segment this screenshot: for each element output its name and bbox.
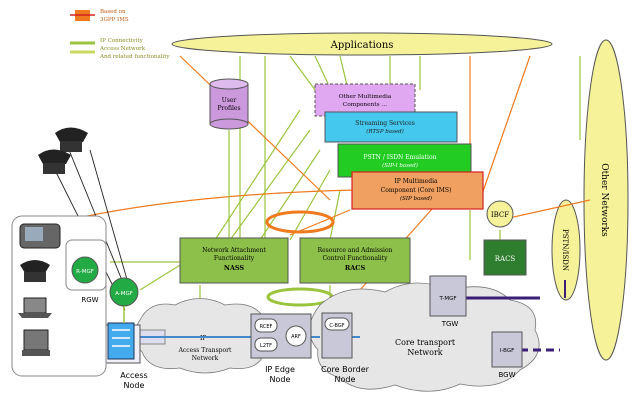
legend-green-label-3: And related functionality	[99, 54, 170, 60]
ibcf-label: IBCF	[491, 211, 509, 219]
a-mgf-label: A-MGF	[115, 291, 133, 297]
ip-edge-node: RCEF L2TF ARF	[250, 313, 312, 359]
racs-small-label: RACS	[495, 255, 516, 263]
ip-multimedia-label-2: Component (Core IMS)	[381, 187, 452, 194]
access-transport-label-1: Access Transport	[178, 347, 232, 354]
phone-top-icon	[55, 127, 88, 152]
core-transport-label-2: Network	[407, 348, 442, 357]
a-mgf-node: A-MGF	[109, 277, 139, 307]
c-bgf-label: C-BGF	[329, 323, 344, 329]
other-multimedia-box: Other Multimedia Components …	[314, 83, 416, 117]
access-node-label-1: Access	[120, 371, 147, 380]
legend-orange-label-2: 3GPP IMS	[100, 17, 129, 23]
streaming-label-1: Streaming Services	[355, 120, 415, 127]
ip-multimedia-label-1: IP Multimedia	[394, 178, 438, 185]
t-mgf-label: T-MGF	[438, 296, 456, 302]
core-border-node: C-BGF	[321, 312, 353, 359]
access-node-box	[99, 322, 141, 364]
r-mgf-node: R-MGF	[71, 256, 99, 284]
streaming-box: Streaming Services (RTSP based)	[324, 111, 458, 143]
legend-orange-label: Based on	[100, 9, 126, 15]
racs-label-1: Resource and Admission	[318, 247, 393, 254]
r-mgf-label: R-MGF	[76, 269, 94, 275]
bgw-label: BGW	[498, 371, 515, 379]
tgw-label: TGW	[441, 320, 459, 328]
core-transport-cloud	[309, 282, 540, 392]
nass-box: Network Attachment Functionality NASS	[179, 237, 289, 284]
other-networks-label: Other Networks	[599, 163, 609, 237]
other-networks-ellipse	[583, 39, 629, 361]
ip-multimedia-box: IP Multimedia Component (Core IMS) (SIP …	[351, 171, 484, 210]
user-profiles-label-1: User	[222, 97, 237, 104]
core-transport-label-1: Core transport	[395, 338, 456, 347]
t-mgf-node: T-MGF	[429, 275, 467, 317]
racs-small-box	[483, 239, 527, 276]
ip-multimedia-label-3: (SIP based)	[400, 195, 432, 202]
i-bgf-label: I-BGF	[500, 348, 515, 354]
laptop-icon	[18, 297, 52, 318]
applications-ellipse	[171, 32, 553, 56]
l2tf-label: L2TF	[260, 343, 272, 349]
videophone-icon	[19, 223, 61, 249]
user-profiles-db: User Profiles	[209, 78, 249, 130]
racs-label-3: RACS	[345, 264, 366, 272]
desktop-computer-icon	[22, 329, 50, 356]
ip-edge-node-label-2: Node	[270, 375, 291, 384]
racs-box: Resource and Admission Control Functiona…	[299, 237, 411, 284]
phone-bottom-icon	[38, 149, 71, 174]
pstn-isdn-label: PSTN/ISDN	[561, 229, 569, 271]
pstn-isdn-ellipse	[551, 199, 581, 301]
legend-green-label-2: Access Network	[99, 46, 146, 52]
racs-label-2: Control Functionality	[322, 255, 388, 262]
pstn-emulation-label-1: PSTN / ISDN Emulation	[364, 154, 437, 161]
ibcf-node	[486, 200, 514, 228]
core-border-node-label-1: Core Border	[321, 365, 370, 374]
phone-icon	[20, 260, 50, 282]
nass-label-2: Functionality	[214, 255, 255, 262]
other-multimedia-label-1: Other Multimedia	[339, 94, 392, 100]
legend-green-label: IP Connectivity	[100, 38, 144, 44]
rcef-label: RCEF	[260, 324, 273, 330]
arf-label: ARF	[291, 334, 301, 340]
ip-edge-node-label-1: IP Edge	[265, 365, 295, 374]
applications-label: Applications	[330, 40, 394, 51]
trunk-lines	[455, 296, 560, 352]
access-transport-label-2: Network	[192, 355, 219, 362]
ip-label: IP	[200, 335, 206, 342]
nass-label-3: NASS	[224, 264, 245, 272]
streaming-label-2: (RTSP based)	[366, 128, 404, 135]
access-node-label-2: Node	[124, 381, 145, 390]
nass-label-1: Network Attachment	[202, 247, 266, 254]
core-border-node-label-2: Node	[335, 375, 356, 384]
pstn-emulation-label-2: (SIP-I based)	[382, 162, 418, 169]
legend: Based on 3GPP IMS IP Connectivity Access…	[70, 9, 170, 60]
other-multimedia-label-2: Components …	[343, 102, 388, 108]
rgw-label: RGW	[81, 296, 98, 304]
i-bgf-node: I-BGF	[491, 331, 523, 368]
orange-ring	[265, 210, 335, 234]
user-profiles-label-2: Profiles	[217, 105, 240, 112]
